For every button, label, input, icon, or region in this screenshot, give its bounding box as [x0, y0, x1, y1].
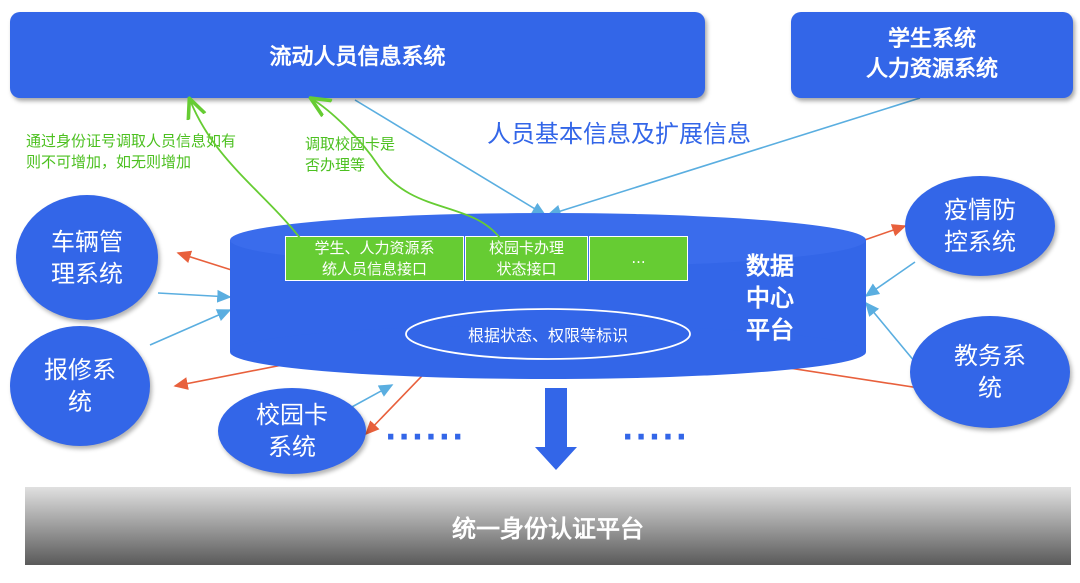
repair-system: 报修系 统: [10, 326, 150, 446]
student-hr-system-label: 学生系统 人力资源系统: [865, 27, 998, 82]
data-center-title: 数据 中心 平台: [746, 252, 794, 344]
bottom-platform-bg: [25, 487, 1071, 565]
status-permission-ellipse: [405, 308, 691, 360]
note-id-lookup: 通过身份证号调取人员信息如有 则不可增加，如无则增加: [26, 132, 237, 171]
mobile-personnel-system: 流动人员信息系统: [10, 12, 705, 98]
arrow-vehicle-to-hub: [157, 289, 232, 303]
arrow-epidemic-to-hub: [864, 261, 916, 297]
ellipsis-left: ······: [385, 420, 466, 455]
interface-student-hr: 学生、人力资源系 统人员信息接口: [285, 236, 464, 281]
campus-card-system: 校园卡 系统: [218, 388, 366, 474]
arrow-card-to-hub: [349, 384, 394, 409]
student-hr-system: 学生系统 人力资源系统: [791, 12, 1073, 98]
academic-affairs-system: 教务系 统: [910, 316, 1070, 428]
arrow-top-right-to-hub: [546, 97, 921, 218]
unified-identity-platform-label: 统一身份认证平台: [452, 514, 644, 543]
inner-status-label: 根据状态、权限等标识: [467, 326, 628, 345]
info-label: 人员基本信息及扩展信息: [487, 120, 751, 148]
interface-campus-card: 校园卡办理 状态接口: [465, 236, 588, 281]
mobile-personnel-system-label: 流动人员信息系统: [269, 45, 446, 70]
arrow-repair-to-hub: [149, 309, 232, 346]
arrow-academic-to-hub: [864, 301, 916, 363]
unified-identity-platform: 统一身份认证平台: [25, 487, 1071, 565]
interface-more: ...: [589, 236, 688, 281]
vehicle-management-system: 车辆管 理系统: [16, 195, 158, 320]
epidemic-control-system: 疫情防 控系统: [905, 176, 1055, 276]
ellipsis-right: ·····: [622, 420, 689, 455]
note-card-lookup: 调取校园卡是 否办理等: [305, 135, 396, 174]
down-arrow: [535, 388, 577, 470]
